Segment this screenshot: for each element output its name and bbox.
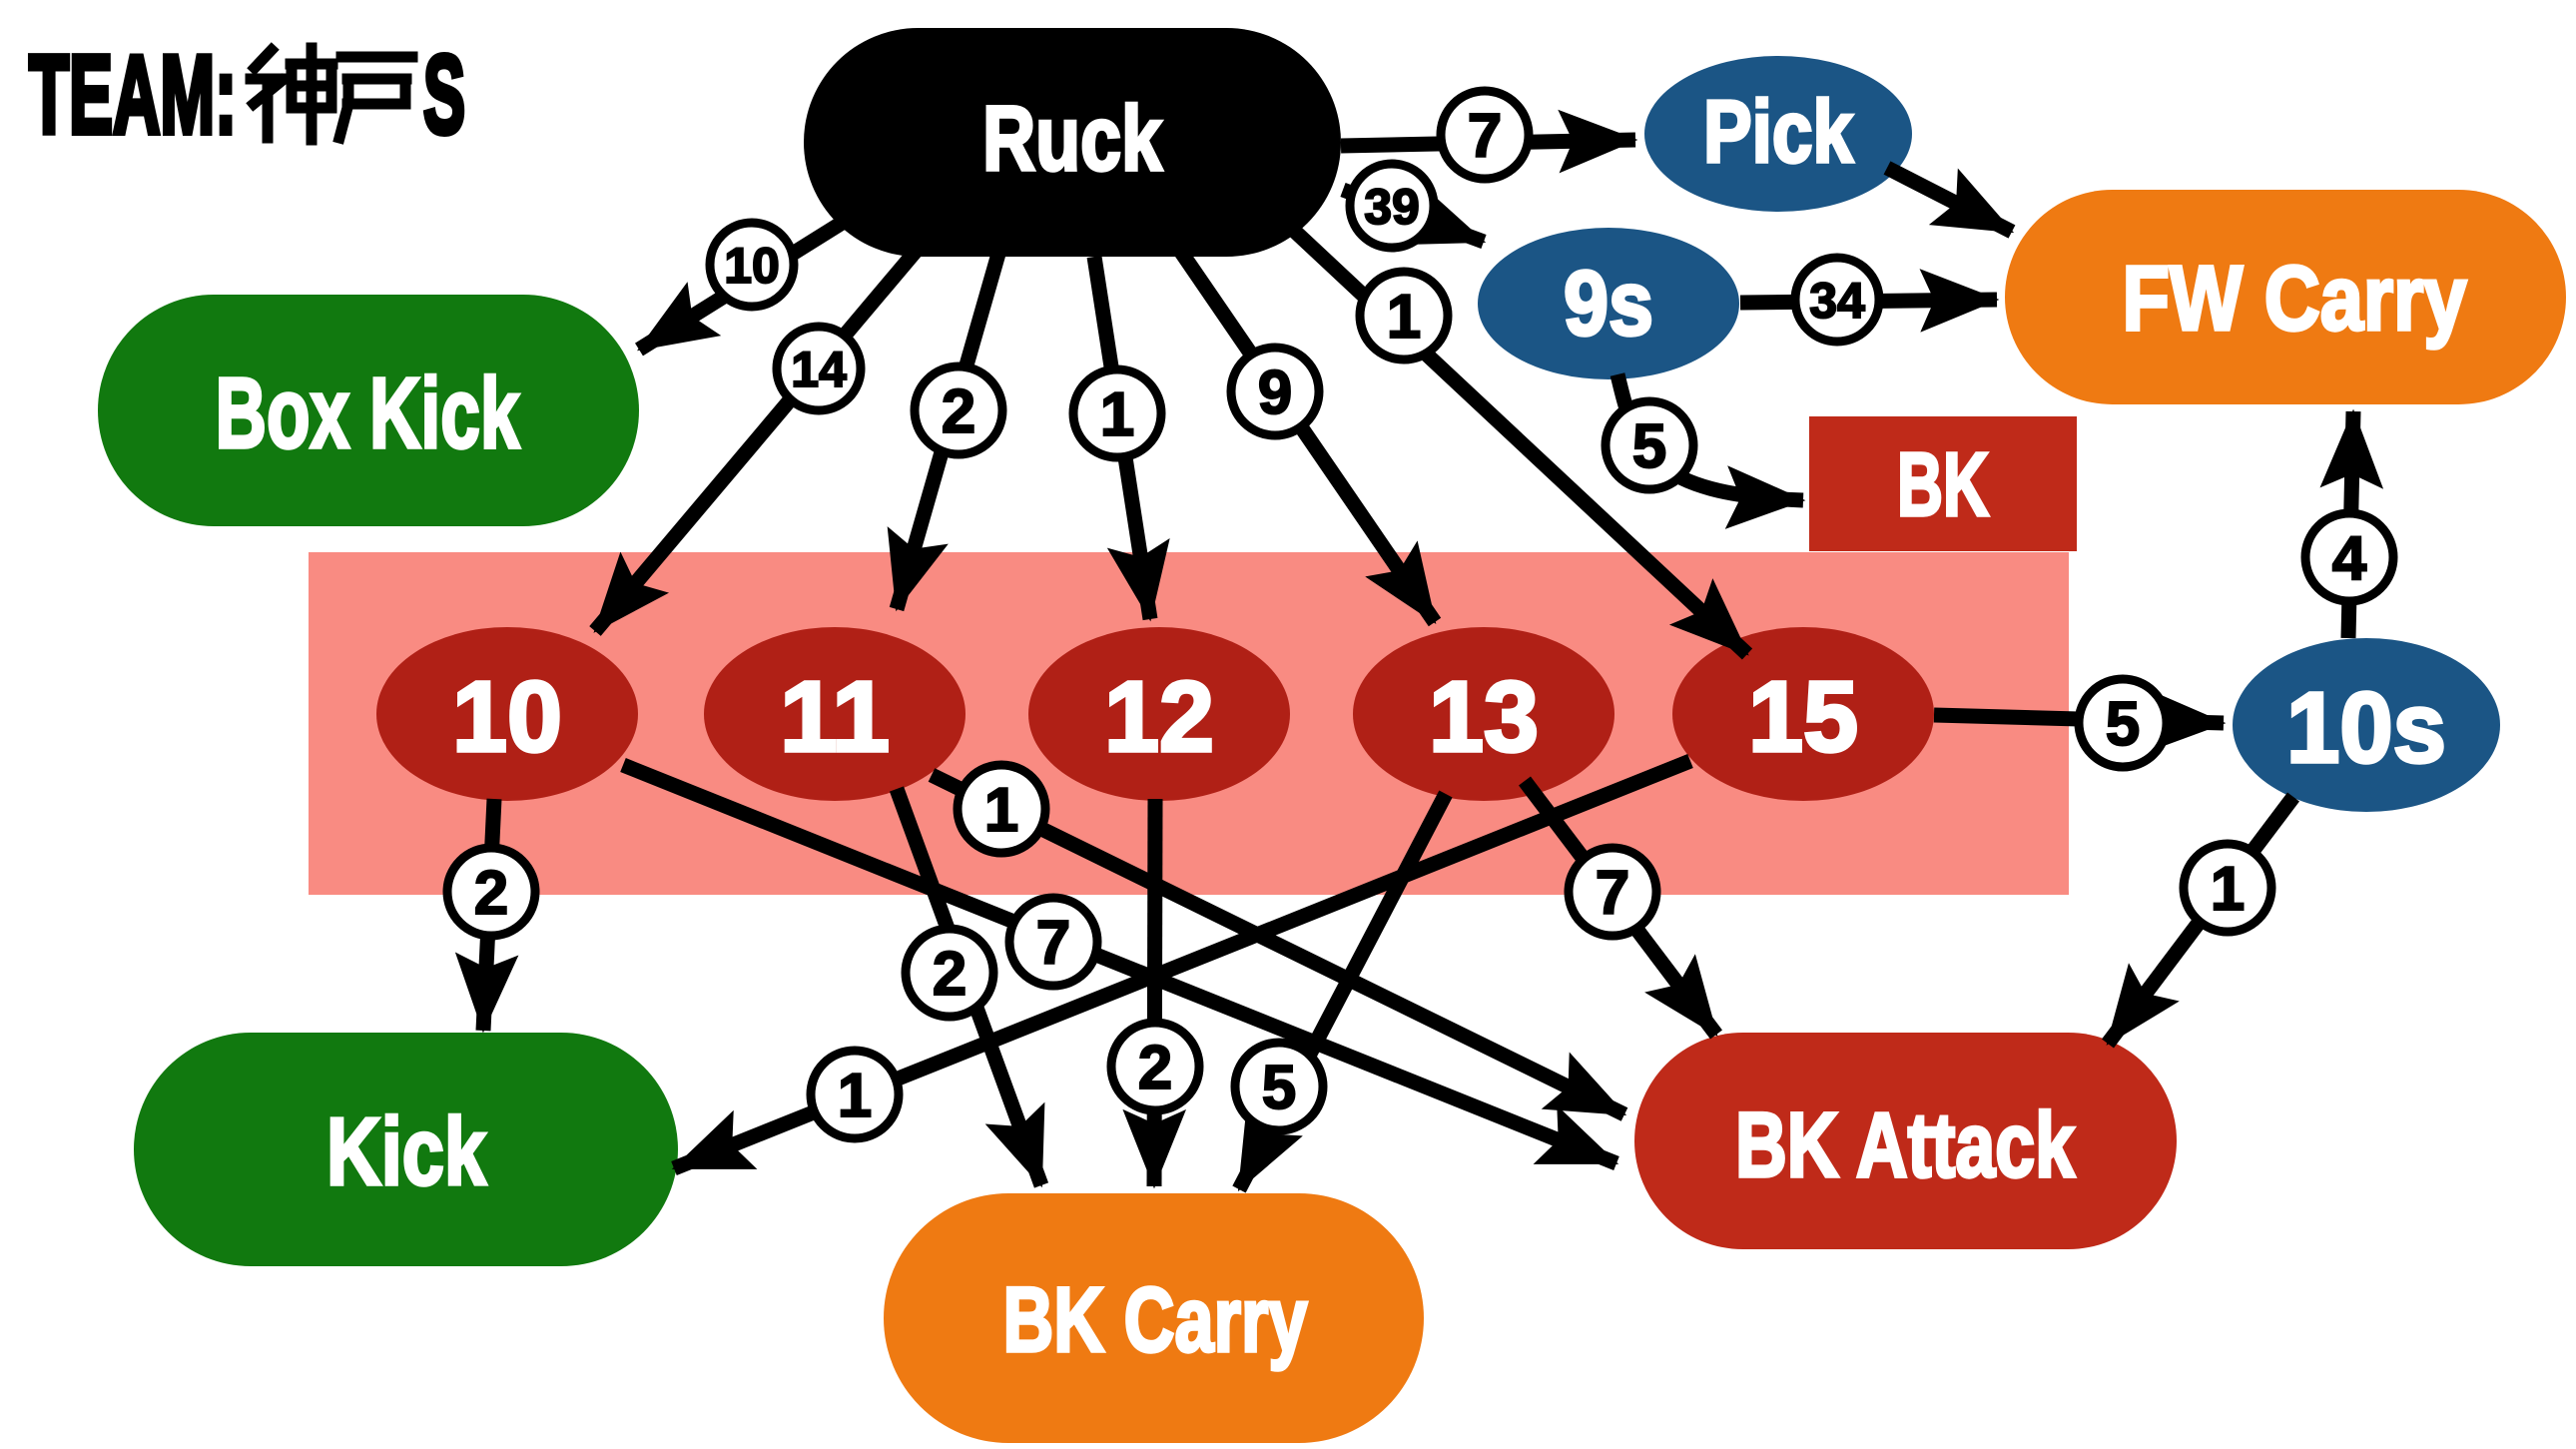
svg-text:2: 2 <box>933 940 966 1009</box>
svg-text:14: 14 <box>791 342 847 397</box>
svg-text:4: 4 <box>2332 524 2367 593</box>
svg-text:BK Attack: BK Attack <box>1735 1094 2076 1196</box>
svg-text:7: 7 <box>1036 909 1070 978</box>
svg-text:5: 5 <box>2106 690 2140 759</box>
svg-text:Kick: Kick <box>326 1098 486 1205</box>
svg-text:15: 15 <box>1748 661 1858 773</box>
svg-text:1: 1 <box>1100 380 1134 449</box>
svg-text:BK Carry: BK Carry <box>1003 1269 1308 1371</box>
svg-text:2: 2 <box>474 859 508 928</box>
svg-text:9s: 9s <box>1564 253 1653 355</box>
svg-text:1: 1 <box>2211 855 2245 924</box>
svg-text:TEAM:: TEAM: <box>29 33 237 157</box>
svg-text:FW Carry: FW Carry <box>2123 248 2467 350</box>
svg-text:13: 13 <box>1429 661 1539 773</box>
svg-text:7: 7 <box>1468 102 1502 171</box>
svg-text:34: 34 <box>1809 273 1865 329</box>
svg-text:2: 2 <box>1138 1034 1172 1102</box>
svg-text:Box Kick: Box Kick <box>216 358 520 469</box>
svg-text:S: S <box>423 33 465 157</box>
svg-text:Pick: Pick <box>1703 82 1854 181</box>
svg-text:5: 5 <box>1262 1054 1296 1122</box>
svg-text:39: 39 <box>1364 179 1420 235</box>
svg-text:5: 5 <box>1632 412 1666 481</box>
svg-text:10: 10 <box>452 661 562 773</box>
svg-text:10: 10 <box>724 238 780 294</box>
svg-text:12: 12 <box>1104 661 1214 773</box>
svg-text:1: 1 <box>1387 283 1421 352</box>
svg-text:2: 2 <box>942 377 975 446</box>
svg-text:1: 1 <box>984 776 1018 845</box>
svg-text:7: 7 <box>1596 859 1629 928</box>
svg-text:10s: 10s <box>2286 672 2446 784</box>
svg-text:BK: BK <box>1897 435 1989 535</box>
svg-text:Ruck: Ruck <box>982 88 1163 190</box>
svg-text:1: 1 <box>838 1062 872 1130</box>
svg-text:11: 11 <box>780 661 890 773</box>
svg-text:9: 9 <box>1258 359 1292 427</box>
